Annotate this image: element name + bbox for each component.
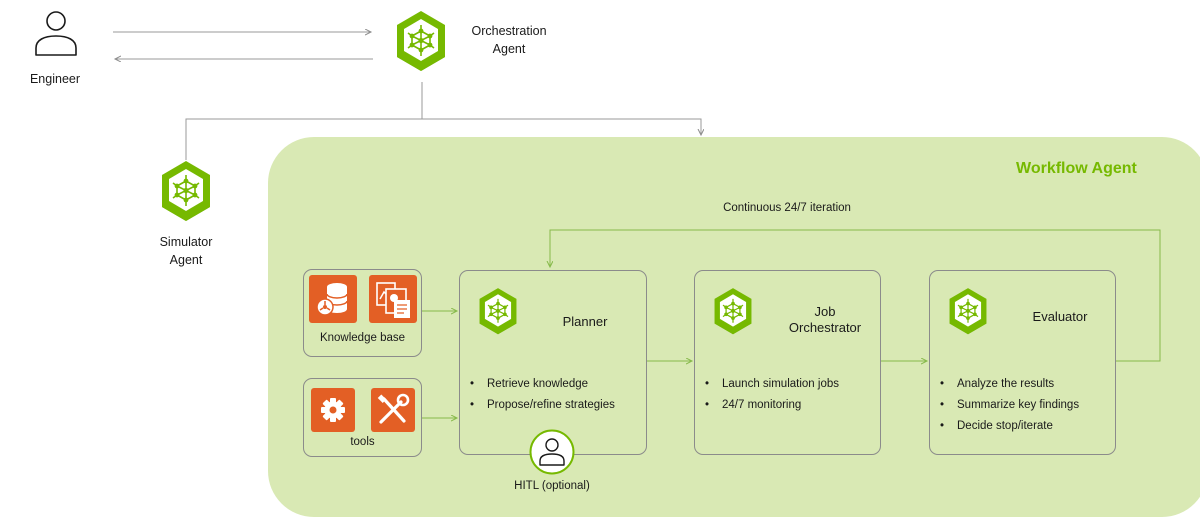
- orchestration-to-workflow-arrow: [422, 118, 701, 135]
- simulator-agent-label: Simulator Agent: [136, 233, 236, 269]
- evaluator-title: Evaluator: [1032, 309, 1088, 324]
- iteration-loop-arrow: [550, 229, 1161, 362]
- list-item: Analyze the results: [938, 374, 1079, 395]
- orchestration-agent-icon: [395, 10, 447, 74]
- evaluator-agent-icon: [948, 287, 988, 337]
- tools-label: tools: [350, 436, 375, 448]
- person-icon: [35, 11, 77, 56]
- database-icon: [309, 275, 357, 323]
- simulator-agent-label-line2: Agent: [169, 253, 203, 267]
- job-orchestrator-bullets: Launch simulation jobs 24/7 monitoring: [703, 374, 839, 416]
- job-orchestrator-title-line2: Orchestrator: [788, 320, 862, 335]
- tools-card: tools: [303, 378, 422, 457]
- list-item: Decide stop/iterate: [938, 416, 1079, 437]
- orchestration-to-simulator-line: [185, 82, 423, 160]
- orchestration-agent-label-line2: Agent: [492, 42, 526, 56]
- job-orchestrator-agent-icon: [713, 287, 753, 337]
- job-orchestrator-title-line1: Job: [814, 304, 836, 319]
- iteration-label: Continuous 24/7 iteration: [723, 202, 851, 214]
- orchestration-agent-label-line1: Orchestration: [471, 24, 547, 38]
- planner-title: Planner: [562, 314, 608, 329]
- list-item: Summarize key findings: [938, 395, 1079, 416]
- job-orchestrator-title: Job Orchestrator: [775, 304, 875, 336]
- wrench-screwdriver-icon: [371, 388, 415, 432]
- evaluator-bullets: Analyze the results Summarize key findin…: [938, 374, 1079, 437]
- knowledge-base-label: Knowledge base: [319, 332, 406, 344]
- list-item: Propose/refine strategies: [468, 395, 615, 416]
- hitl-label: HITL (optional): [514, 480, 590, 492]
- simulator-agent-label-line1: Simulator: [159, 235, 213, 249]
- simulator-agent-icon: [160, 160, 212, 224]
- orchestration-agent-label: Orchestration Agent: [456, 22, 562, 58]
- knowledge-base-card: Knowledge base: [303, 269, 422, 357]
- list-item: 24/7 monitoring: [703, 395, 839, 416]
- engineer-label: Engineer: [29, 72, 81, 86]
- workflow-agent-title: Workflow Agent: [1016, 160, 1137, 177]
- list-item: Retrieve knowledge: [468, 374, 615, 395]
- planner-card: Planner Retrieve knowledge Propose/refin…: [459, 270, 647, 455]
- documents-icon: [369, 275, 417, 323]
- evaluator-card: Evaluator Analyze the results Summarize …: [929, 270, 1116, 455]
- job-orchestrator-card: Job Orchestrator Launch simulation jobs …: [694, 270, 881, 455]
- planner-bullets: Retrieve knowledge Propose/refine strate…: [468, 374, 615, 416]
- person-circle-icon: [529, 429, 575, 475]
- gear-icon: [311, 388, 355, 432]
- planner-agent-icon: [478, 287, 518, 337]
- list-item: Launch simulation jobs: [703, 374, 839, 395]
